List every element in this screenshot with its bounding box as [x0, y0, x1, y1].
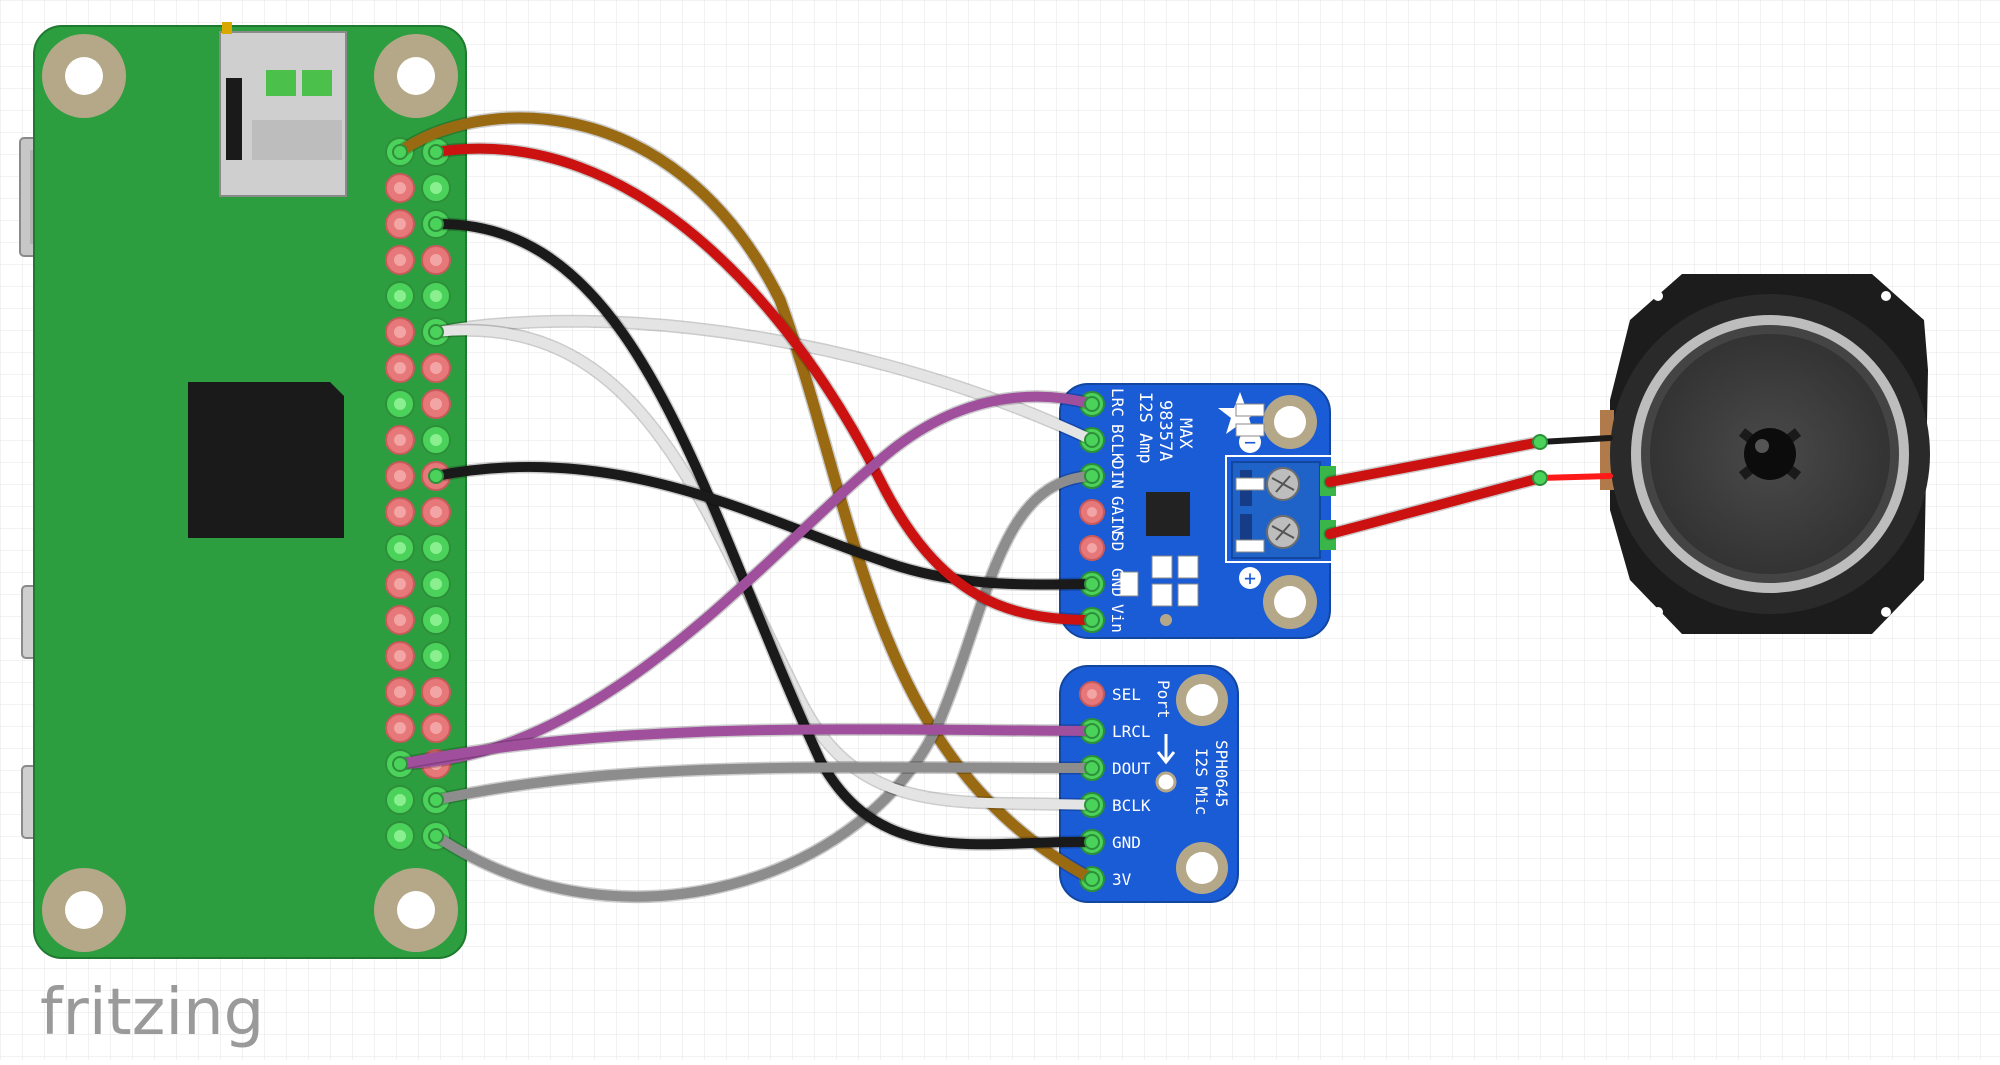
- amp-smd-components: [1119, 403, 1265, 607]
- speaker[interactable]: [1600, 274, 1930, 634]
- wire-endpoint[interactable]: [1084, 432, 1100, 448]
- pi-mounting-holes: [42, 34, 458, 952]
- wire-endpoint[interactable]: [1532, 470, 1548, 486]
- wire-black-mic-gnd[interactable]: [431, 218, 1097, 850]
- wire-red-speaker-minus[interactable]: [1325, 437, 1545, 487]
- wire-endpoint[interactable]: [1084, 396, 1100, 412]
- amp-title-line-2: 98357A: [1155, 400, 1175, 461]
- wire-endpoint[interactable]: [1084, 834, 1100, 850]
- wire-endpoint[interactable]: [392, 144, 408, 160]
- amp-pin-label: LRC: [1108, 388, 1127, 417]
- wire-endpoint[interactable]: [1084, 468, 1100, 484]
- wire-black-amp-gnd[interactable]: [431, 461, 1097, 590]
- amp-plus-label: +: [1244, 566, 1256, 590]
- sph0645-mic-breakout[interactable]: Port SPH0645 I2S Mic SEL LRCL DOUT BCLK GND 3…: [1059, 665, 1239, 903]
- wire-layer: [392, 110, 1613, 904]
- plus-polarity-icon: [1239, 567, 1261, 589]
- wire-endpoint[interactable]: [428, 792, 444, 808]
- mic-pin-label: LRCL: [1112, 722, 1151, 741]
- amp-pin-label: SD: [1108, 532, 1127, 551]
- sd-card-slot: [219, 22, 347, 197]
- mic-pin-label: SEL: [1112, 685, 1141, 704]
- wire-endpoint[interactable]: [428, 144, 444, 160]
- amp-title-line-1: MAX: [1175, 418, 1195, 449]
- mic-pin-label: BCLK: [1112, 796, 1151, 815]
- amp-pin-label: DIN: [1108, 460, 1127, 489]
- mic-pin-label: GND: [1112, 833, 1141, 852]
- wire-endpoint[interactable]: [1084, 871, 1100, 887]
- wire-purple-lrc[interactable]: [395, 391, 1097, 769]
- speaker-lead-red: [1537, 473, 1613, 481]
- wire-endpoint[interactable]: [1084, 797, 1100, 813]
- amp-pin-label: Vin: [1108, 604, 1127, 633]
- max98357a-amp-breakout[interactable]: − + MAX 98357A I2S Amp LRCBCLKDINGAINSDG…: [1059, 383, 1336, 639]
- speaker-lead-black: [1537, 435, 1613, 445]
- soc-chip: [188, 382, 344, 538]
- mic-pin-row: SEL LRCL DOUT BCLK GND 3V: [1079, 681, 1151, 892]
- raspberry-pi-zero-board[interactable]: [19, 22, 467, 959]
- wire-red-vin[interactable]: [431, 143, 1097, 625]
- gpio-header: [385, 137, 451, 851]
- wire-endpoint[interactable]: [392, 756, 408, 772]
- mic-port-label: Port: [1154, 680, 1173, 719]
- wire-endpoint[interactable]: [1084, 612, 1100, 628]
- mic-port-hole: [1155, 771, 1177, 793]
- fritzing-watermark: fritzing: [40, 976, 264, 1050]
- wire-endpoint[interactable]: [428, 216, 444, 232]
- amp-pin-label: BCLK: [1108, 424, 1127, 463]
- wire-endpoint[interactable]: [1084, 723, 1100, 739]
- mic-title-line-1: SPH0645: [1212, 740, 1231, 807]
- amp-pin-label: GND: [1108, 568, 1127, 597]
- amp-ic-chip: [1146, 492, 1190, 536]
- wire-endpoint[interactable]: [428, 468, 444, 484]
- wire-endpoint[interactable]: [428, 324, 444, 340]
- speaker-screw-holes: [1653, 291, 1891, 617]
- mic-title-line-2: I2S Mic: [1192, 748, 1211, 815]
- mic-pin-label: DOUT: [1112, 759, 1151, 778]
- mic-pin-label: 3V: [1112, 870, 1132, 889]
- wire-endpoint[interactable]: [428, 828, 444, 844]
- wire-brown-3v[interactable]: [394, 112, 1098, 885]
- wire-endpoint[interactable]: [1084, 760, 1100, 776]
- wire-purple-lrcl[interactable]: [395, 724, 1097, 769]
- wire-endpoint[interactable]: [1084, 576, 1100, 592]
- port-arrow-icon: [1156, 734, 1176, 765]
- amp-title-line-3: I2S Amp: [1135, 392, 1155, 464]
- amp-pin-label: GAIN: [1108, 496, 1127, 535]
- speaker-dust-cap: [1744, 428, 1796, 480]
- wire-gray-dout[interactable]: [431, 762, 1097, 805]
- wire-red-speaker-plus[interactable]: [1325, 473, 1545, 539]
- speaker-terminal-tab: [1600, 410, 1614, 490]
- wire-endpoint[interactable]: [1532, 434, 1548, 450]
